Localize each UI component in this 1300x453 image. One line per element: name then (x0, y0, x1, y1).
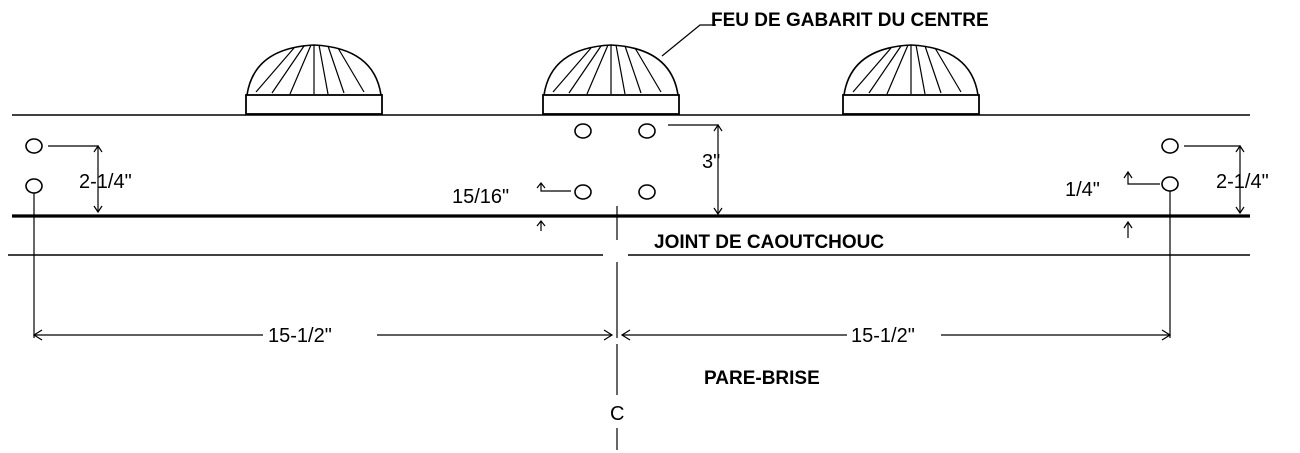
hole-right-bottom (1161, 176, 1179, 192)
hole-center-top-left (574, 123, 592, 139)
mounting-holes (25, 123, 1179, 200)
marker-light-center (542, 44, 680, 115)
hole-center-top-right (638, 123, 656, 139)
center-light-label: FEU DE GABARIT DU CENTRE (711, 10, 989, 31)
hole-left-top (25, 138, 43, 154)
hole-left-bottom (25, 178, 43, 194)
marker-light-right (842, 44, 980, 115)
dim-left-vertical: 2-1/4" (48, 144, 132, 214)
dim-right-vertical: 2-1/4" (1184, 144, 1269, 215)
centerline-label: C (610, 403, 624, 425)
dim-center-vertical: 3" (668, 123, 723, 216)
hole-right-top (1161, 138, 1179, 154)
rubber-seal-label: JOINT DE CAOUTCHOUC (654, 232, 884, 253)
marker-light-left (245, 44, 383, 115)
dim-right-span: 15-1/2" (620, 325, 1172, 347)
hole-center-bottom-right (638, 184, 656, 200)
svg-text:2-1/4": 2-1/4" (79, 171, 132, 193)
hole-center-bottom-left (574, 184, 592, 200)
center-light-leader (661, 24, 716, 57)
dim-left-span: 15-1/2" (32, 325, 614, 347)
svg-text:2-1/4": 2-1/4" (1216, 171, 1269, 193)
dim-right-offset: 1/4" (1065, 170, 1160, 238)
svg-text:3": 3" (702, 151, 720, 173)
svg-text:15-1/2": 15-1/2" (268, 325, 332, 347)
windshield-label: PARE-BRISE (704, 368, 820, 389)
svg-text:15/16": 15/16" (452, 186, 509, 208)
dim-center-offset: 15/16" (452, 182, 571, 231)
svg-text:1/4": 1/4" (1065, 179, 1100, 201)
svg-text:15-1/2": 15-1/2" (851, 325, 915, 347)
